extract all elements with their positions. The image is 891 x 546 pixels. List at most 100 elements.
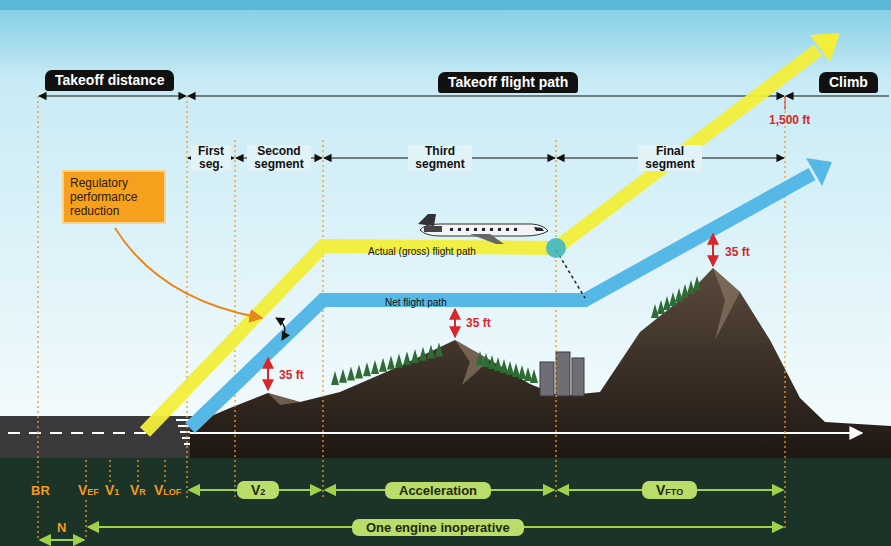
segment-label: Third segment xyxy=(408,145,472,171)
node-text: Takeoff flight path xyxy=(448,74,568,90)
clearance-label: 35 ft xyxy=(466,316,491,330)
segment-label: Third segment xyxy=(408,145,472,171)
tree xyxy=(518,365,526,379)
path-label: Net flight path xyxy=(385,297,447,308)
callout-box: Regulatory performance reduction xyxy=(62,170,166,224)
tree xyxy=(663,296,671,310)
ground-reference-line xyxy=(190,432,862,434)
node-text: Climb xyxy=(829,74,868,90)
node-text: Regulatory performance reduction xyxy=(70,176,158,218)
speed-label: VLOF xyxy=(152,482,183,498)
path-label: Actual (gross) flight path xyxy=(368,246,476,257)
tree xyxy=(681,284,689,298)
segment-label: Second segment xyxy=(247,145,311,171)
altitude-label: 1,500 ft xyxy=(769,113,810,127)
tree xyxy=(379,358,387,372)
speed-label: VR xyxy=(128,482,148,498)
node-text: Acceleration xyxy=(399,483,477,498)
tree xyxy=(371,360,379,374)
node-text: One engine inoperative xyxy=(366,520,510,535)
tree xyxy=(687,280,695,294)
segment-label: First seg. xyxy=(191,145,231,171)
tree xyxy=(387,356,395,370)
top-band xyxy=(0,0,891,10)
net-flight-path xyxy=(190,174,812,428)
tree xyxy=(530,369,538,383)
reference-lines xyxy=(38,96,785,540)
tree xyxy=(693,276,701,290)
node-text: V2 xyxy=(251,482,265,498)
tree xyxy=(427,345,435,359)
clearance-label: 35 ft xyxy=(725,245,750,259)
tree xyxy=(524,367,532,381)
tree xyxy=(488,355,496,369)
tree xyxy=(476,351,484,365)
phase-pill: VFTO xyxy=(642,481,697,499)
node-text: Takeoff distance xyxy=(55,72,164,88)
speed-label: VR xyxy=(128,482,148,498)
leader-line xyxy=(115,228,262,318)
runway xyxy=(0,416,195,458)
path-label: Net flight path xyxy=(385,297,447,308)
tree xyxy=(435,342,443,356)
tree xyxy=(675,288,683,302)
tree xyxy=(669,292,677,306)
segment-label: Final segment xyxy=(638,145,702,171)
tree xyxy=(482,353,490,367)
tree xyxy=(657,300,665,314)
clearance-label: 35 ft xyxy=(466,316,491,330)
tree xyxy=(500,359,508,373)
transition-line xyxy=(556,250,585,298)
section-tab: Takeoff distance xyxy=(45,70,174,91)
tree xyxy=(651,304,659,318)
clearance-label: 35 ft xyxy=(279,368,304,382)
tree xyxy=(506,361,514,375)
transition-point xyxy=(546,238,566,258)
section-tab: Takeoff flight path xyxy=(438,72,578,93)
ground xyxy=(0,455,891,546)
tree xyxy=(411,349,419,363)
clearance-arrows xyxy=(268,234,713,390)
speed-label: V1 xyxy=(103,482,121,498)
net-path-arrowhead xyxy=(806,158,832,186)
tree xyxy=(331,371,339,385)
gross-path-arrowhead xyxy=(810,33,840,62)
trees xyxy=(331,276,701,385)
gross-flight-path xyxy=(145,50,818,432)
speed-label: V1 xyxy=(103,482,121,498)
tree xyxy=(395,353,403,367)
clearance-label: 35 ft xyxy=(279,368,304,382)
altitude-label: 1,500 ft xyxy=(769,113,810,127)
tree xyxy=(347,367,355,381)
reduction-arc xyxy=(276,318,285,340)
terrain-highlight xyxy=(268,268,740,405)
speed-label: BR xyxy=(29,483,52,498)
aircraft xyxy=(418,214,548,244)
tree xyxy=(355,364,363,378)
tree xyxy=(494,357,502,371)
distance-label: N xyxy=(55,520,68,535)
distance-label: N xyxy=(55,520,68,535)
altitude-tick xyxy=(785,96,786,110)
clearance-label: 35 ft xyxy=(725,245,750,259)
segment-label: Second segment xyxy=(247,145,311,171)
path-label: Actual (gross) flight path xyxy=(368,246,476,257)
segment-label: First seg. xyxy=(191,145,231,171)
speed-label: VLOF xyxy=(152,482,183,498)
speed-label: VEF xyxy=(76,482,101,498)
buildings xyxy=(540,352,584,396)
speed-label: VEF xyxy=(76,482,101,498)
phase-pill: Acceleration xyxy=(385,482,491,499)
tree xyxy=(419,347,427,361)
segment-label: Final segment xyxy=(638,145,702,171)
section-tab: Climb xyxy=(819,72,878,93)
phase-pill: V2 xyxy=(237,481,279,499)
runway-centerline xyxy=(8,432,150,434)
tree xyxy=(512,363,520,377)
speed-label: BR xyxy=(29,483,52,498)
tree xyxy=(339,369,347,383)
tree xyxy=(363,362,371,376)
